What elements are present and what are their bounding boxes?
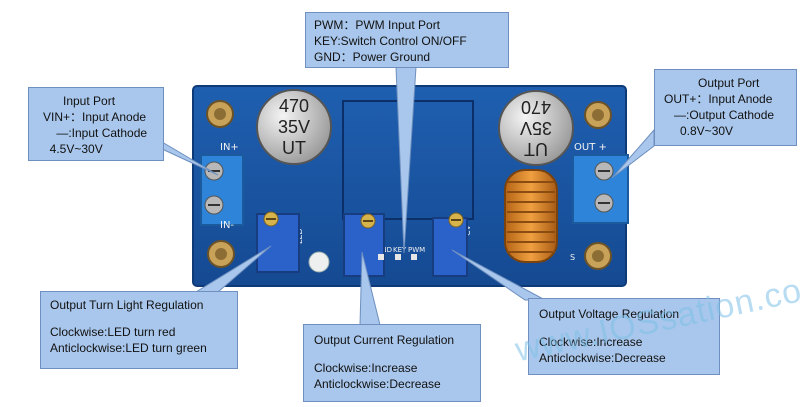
silk-out-plus: OUT + [574, 142, 607, 153]
callout-input-port: Input Port VIN+：Input Anode —:Input Cath… [28, 87, 164, 161]
callout-pwm: PWM：PWM Input Port KEY:Switch Control ON… [305, 12, 509, 68]
header-pins [378, 254, 417, 260]
svg-text:35V: 35V [520, 118, 552, 138]
capacitor-right: UT 35V 470 [498, 90, 574, 166]
callout-current: Output Current Regulation Clockwise:Incr… [303, 324, 481, 402]
inductor-coil [504, 169, 558, 263]
svg-text:UT: UT [524, 139, 548, 159]
potentiometer-led [256, 211, 300, 273]
capacitor-left: 470 35V UT [256, 89, 332, 165]
callout-turn-light: Output Turn Light Regulation Clockwise:L… [40, 291, 238, 369]
svg-text:470: 470 [279, 96, 309, 116]
silk-in-plus: IN+ [220, 142, 239, 153]
svg-text:35V: 35V [278, 117, 310, 137]
silk-pwm: PWM [408, 246, 425, 254]
callout-voltage: Output Voltage Regulation Clockwise:Incr… [528, 298, 720, 375]
silk-key: KEY [393, 246, 407, 254]
silk-in-minus: IN- [220, 220, 234, 231]
input-terminal-block [200, 154, 244, 226]
status-led [308, 251, 330, 273]
potentiometer-voltage [432, 212, 468, 277]
mounting-screw-bottom-left [207, 240, 235, 268]
silk-s: S [570, 253, 575, 262]
svg-text:470: 470 [521, 97, 551, 117]
mounting-screw-bottom-right [584, 242, 612, 270]
svg-text:UT: UT [282, 138, 306, 158]
mounting-screw-top-right [584, 101, 612, 129]
output-terminal-block [572, 154, 629, 224]
mounting-screw-top-left [206, 100, 234, 128]
callout-output-port: Output Port OUT+：Input Anode —:Output Ca… [654, 69, 797, 146]
